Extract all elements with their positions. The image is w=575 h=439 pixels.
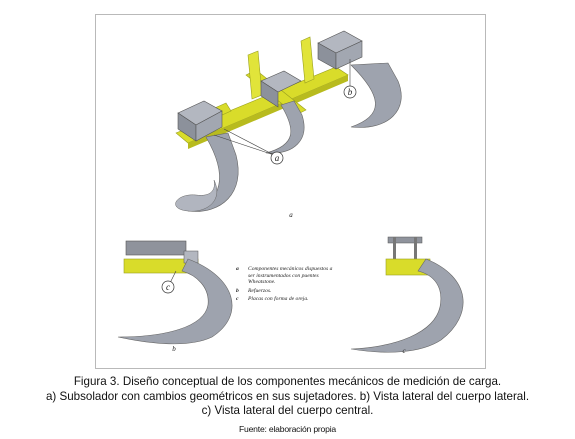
figure-frame: a b a c b c a [95,14,486,369]
panel-c-side-view: c [350,236,464,355]
caption-line-2: a) Subsolador con cambios geométricos en… [45,389,530,403]
legend: a Componentes mecánicos dispuestos a ser… [236,266,336,305]
caption-line-3: c) Vista lateral del cuerpo central. [201,404,374,418]
callout-a-line-2 [223,128,275,156]
legend-key: a [236,266,239,272]
panel-label-a: a [289,211,293,219]
b-shank [117,258,233,345]
panel-label-b: b [172,345,176,353]
panel-a-assembly: a b a [175,30,402,219]
left-mount-side [195,110,223,142]
figure-caption: Figura 3. Diseño conceptual de los compo… [0,375,575,419]
legend-key: b [236,287,239,294]
legend-text: Placas con forma de oreja. [248,296,309,303]
callout-b: b [348,87,353,97]
right-mount-side [335,40,363,70]
panel-label-c: c [402,347,406,355]
legend-row-c: c Placas con forma de oreja. [236,296,336,303]
c-rod-left [393,237,396,263]
legend-row-b: b Refuerzos. [236,288,336,295]
center-shank [265,100,305,154]
callout-a-circle [270,151,284,165]
main-beam-side [188,75,348,149]
upright-left [247,50,263,100]
center-mount-front [260,80,279,108]
c-shank [350,258,464,353]
callout-a: a [275,153,280,163]
b-top-block [125,240,187,256]
callout-c: c [166,282,170,292]
legend-text: Componentes mecánicos dispuestos a ser i… [248,266,333,286]
left-shank-tip [175,179,217,212]
right-shank [350,62,402,128]
callout-b-circle [343,85,357,99]
legend-text: Refuerzos. [248,287,272,294]
legend-row-a: a Componentes mecánicos dispuestos a ser… [236,266,336,286]
caption-line-1: Figura 3. Diseño conceptual de los compo… [73,375,502,388]
panel-b-side-view: c b [117,240,233,353]
figure-source: Fuente: elaboración propia [238,424,337,434]
b-callout-line [169,270,177,284]
b-callout-circle [161,280,175,294]
c-rod-right [414,237,417,263]
upright-right [300,36,315,84]
c-top-rods [387,236,423,244]
legend-key: c [236,296,239,303]
callout-a-line [213,134,275,156]
figure-illustration: a b a c b c [117,30,464,355]
